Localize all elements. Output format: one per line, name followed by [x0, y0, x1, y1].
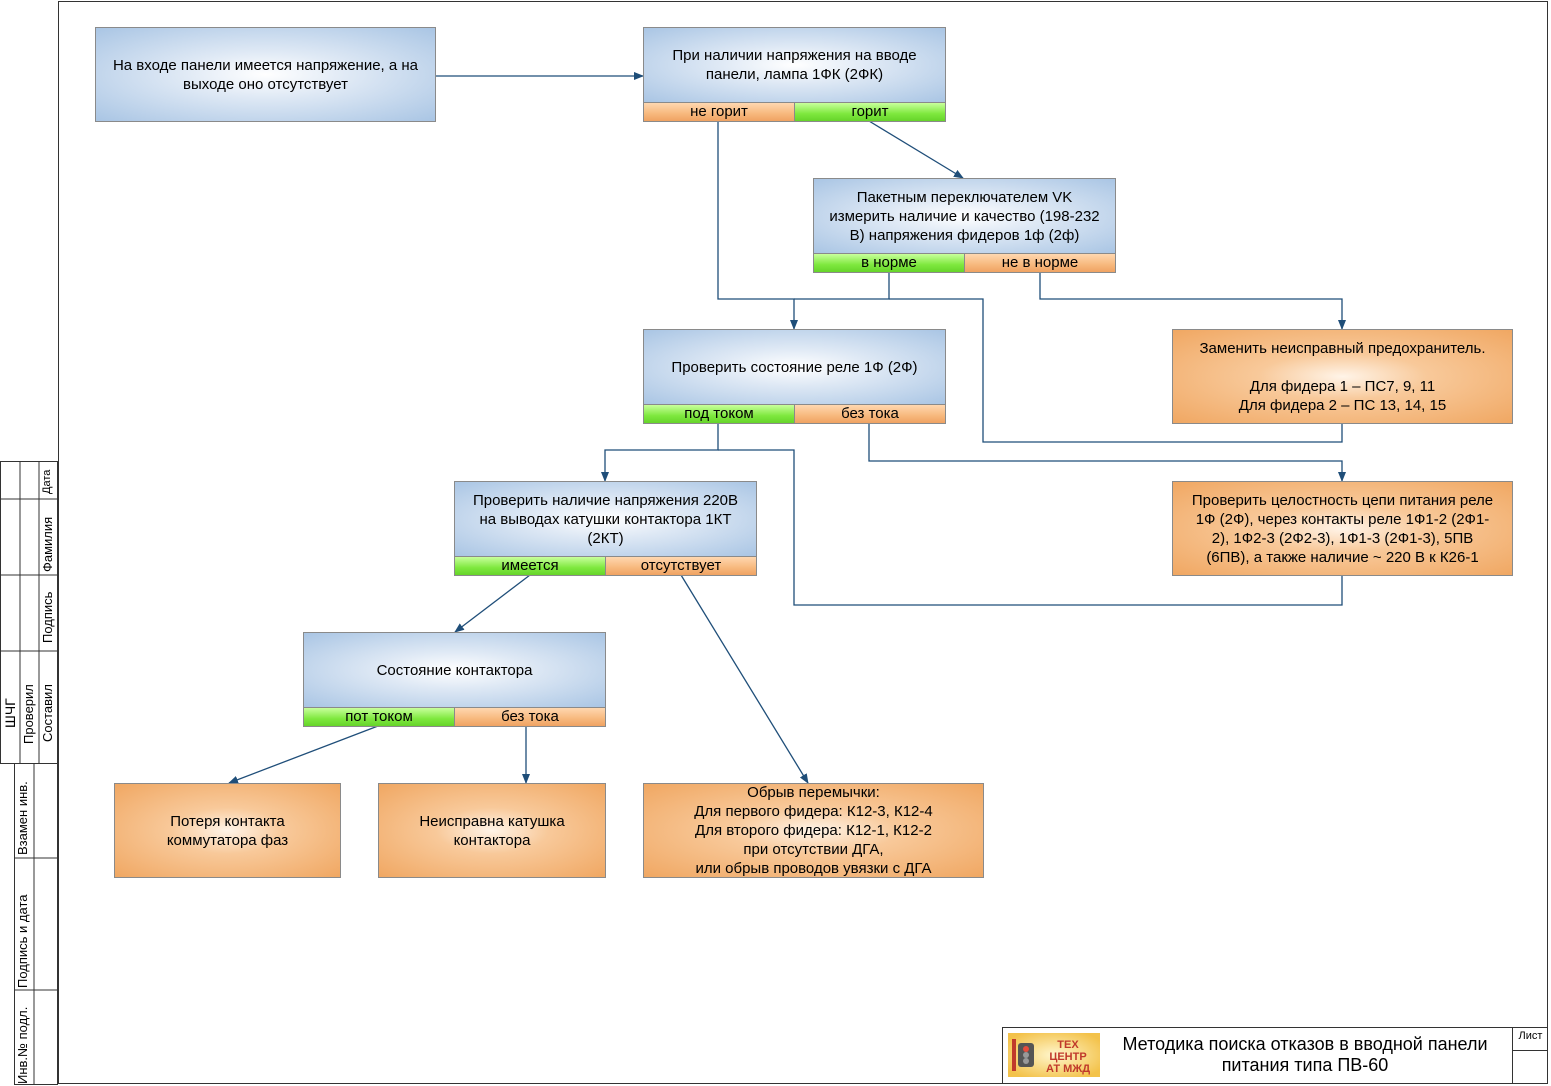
tab-coil-present: имеется [454, 556, 606, 576]
stamp-checked-label: Проверил [21, 684, 36, 744]
edge-n3-norm-n4 [794, 272, 890, 300]
edge-n7-no-n11 [680, 574, 809, 784]
stamp-date-label: Дата [41, 469, 53, 494]
stamp-inv-no-label: Инв.№ подл. [15, 1006, 30, 1084]
node-lamp-check: При наличии напряжения на вводе панели, … [643, 27, 946, 103]
node-check-relay-circuit: Проверить целостность цепи питания реле … [1172, 481, 1513, 576]
tab-feeder-normal: в норме [813, 253, 965, 273]
logo-line-1: ТЕХ [1057, 1039, 1079, 1051]
node-replace-fuse: Заменить неисправный предохранитель. Для… [1172, 329, 1513, 424]
edge-n5-return [889, 298, 1343, 443]
document-title: Методика поиска отказов в вводной панели… [1122, 1034, 1488, 1075]
tab-lamp-off: не горит [643, 102, 795, 122]
tab-relay-energized: под током [643, 404, 795, 424]
stamp-compiled-label: Составил [40, 684, 55, 742]
node-jumper-break: Обрыв перемычки: Для первого фидера: К12… [643, 783, 984, 878]
tab-contactor-off: без тока [454, 707, 606, 727]
stamp-surname-label: Фамилия [40, 516, 55, 572]
node-contactor-state: Состояние контактора [303, 632, 606, 708]
stamp-replace-inv-label: Взамен инв. [15, 781, 30, 855]
node-faulty-coil: Неисправна катушка контактора [378, 783, 606, 878]
tab-contactor-on: пот током [303, 707, 455, 727]
stamp-signature-label: Подпись [40, 591, 55, 643]
drawing-frame [58, 1, 1548, 1084]
edge-n6-return [718, 449, 1343, 606]
sheet-label: Лист [1518, 1030, 1543, 1042]
edge-n4-on-n7 [601, 423, 719, 482]
logo-line-3: АТ МЖД [1046, 1063, 1090, 1075]
node-feeder-voltage: Пакетным переключателем VK измерить нали… [813, 178, 1116, 254]
edge-n2-nogorit-n4 [717, 121, 798, 330]
tech-center-logo: ТЕХ ЦЕНТР АТ МЖД [1008, 1033, 1100, 1077]
stamp-org-label: ШЧГ [2, 698, 18, 728]
tab-relay-deenergized: без тока [794, 404, 946, 424]
edge-n2-n3 [868, 120, 964, 179]
edge-n4-off-n6 [868, 423, 1346, 482]
tab-feeder-abnormal: не в норме [964, 253, 1116, 273]
node-relay-state: Проверить состояние реле 1Ф (2Ф) [643, 329, 946, 405]
node-phase-switch-contact: Потеря контакта коммутатора фаз [114, 783, 341, 878]
node-input-voltage: На входе панели имеется напряжение, а на… [95, 27, 436, 122]
side-stamp [0, 461, 58, 1085]
edge-n7-yes-n8 [454, 574, 531, 633]
node-coil-voltage: Проверить наличие напряжения 220В на выв… [454, 481, 757, 557]
sheet-divider [1512, 1050, 1548, 1051]
tab-coil-absent: отсутствует [605, 556, 757, 576]
edge-n8-on-n9 [228, 725, 379, 784]
title-block [1002, 1027, 1548, 1084]
logo-line-2: ЦЕНТР [1049, 1051, 1086, 1063]
stamp-sign-date-label: Подпись и дата [15, 894, 30, 988]
sheet-cell: Лист [1512, 1027, 1548, 1084]
tab-lamp-on: горит [794, 102, 946, 122]
edge-n3-notnorm-n5 [1039, 272, 1346, 330]
